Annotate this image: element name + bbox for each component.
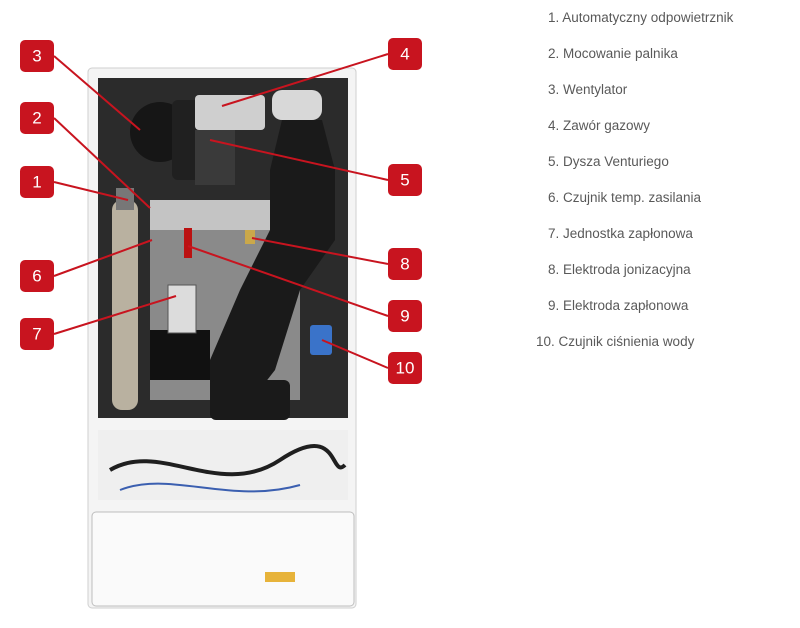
callout-badge-1: 1: [20, 166, 54, 198]
callout-badge-bg: [388, 352, 422, 384]
leader-9: [187, 245, 389, 317]
callout-badge-7: 7: [20, 318, 54, 350]
callout-badge-6: 6: [20, 260, 54, 292]
control-box: [91, 511, 355, 607]
electrode-ionisation: [245, 230, 255, 244]
callout-label: 9: [400, 307, 409, 326]
callout-badge-5: 5: [388, 164, 422, 196]
pressure-sensor: [310, 325, 332, 355]
leader-2: [53, 117, 151, 209]
callout-badge-bg: [388, 300, 422, 332]
ignition-unit: [167, 284, 197, 334]
callout-badge-9: 9: [388, 300, 422, 332]
legend: 1. Automatyczny odpowietrznik 2. Mocowan…: [536, 6, 798, 366]
leader-4: [221, 53, 389, 107]
callout-label: 10: [396, 359, 415, 378]
leader-7: [53, 295, 177, 335]
leader-6: [53, 239, 153, 277]
callout-badge-10: 10: [388, 352, 422, 384]
leader-1: [53, 181, 129, 201]
wiring-bundle: [108, 444, 347, 477]
leader-8: [251, 237, 389, 265]
callout-label: 4: [400, 45, 409, 64]
callout-badge-bg: [20, 318, 54, 350]
gas-valve-body: [195, 95, 265, 130]
electrode-ignition: [184, 228, 192, 258]
legend-item: 3. Wentylator: [548, 82, 628, 97]
legend-item: 10. Czujnik ciśnienia wody: [536, 334, 695, 349]
condensate-trap: [150, 330, 210, 380]
left-vessel: [112, 200, 138, 410]
legend-item: 8. Elektroda jonizacyjna: [548, 262, 691, 277]
legend-item: 6. Czujnik temp. zasilania: [548, 190, 702, 205]
legend-item: 4. Zawór gazowy: [548, 118, 651, 133]
leader-5: [209, 139, 389, 181]
callout-badge-3: 3: [20, 40, 54, 72]
callout-label: 7: [32, 325, 41, 344]
callout-badge-bg: [388, 248, 422, 280]
wiring-bundle-2: [119, 482, 301, 493]
callout-label: 8: [400, 255, 409, 274]
callout-badge-bg: [388, 164, 422, 196]
legend-item: 9. Elektroda zapłonowa: [548, 298, 689, 313]
callout-label: 3: [32, 47, 41, 66]
leader-lines: [53, 53, 389, 369]
callout-badge-bg: [20, 40, 54, 72]
callout-label: 6: [32, 267, 41, 286]
callout-label: 1: [32, 173, 41, 192]
callout-badge-4: 4: [388, 38, 422, 70]
leader-10: [321, 339, 389, 369]
callout-badge-2: 2: [20, 102, 54, 134]
legend-item: 5. Dysza Venturiego: [548, 154, 669, 169]
callout-badge-bg: [20, 260, 54, 292]
trap-base: [210, 380, 290, 420]
legend-item: 1. Automatyczny odpowietrznik: [548, 10, 734, 25]
wiring-area: [98, 430, 348, 500]
control-label: [265, 572, 295, 582]
burner-plate: [150, 200, 280, 230]
boiler-photo: [87, 67, 357, 609]
flue-duct: [210, 120, 335, 415]
callout-badge-8: 8: [388, 248, 422, 280]
legend-item: 2. Mocowanie palnika: [548, 46, 678, 61]
leader-3: [53, 55, 141, 131]
callout-badge-bg: [20, 166, 54, 198]
callout-label: 5: [400, 171, 409, 190]
callout-label: 2: [32, 109, 41, 128]
callout-badge-bg: [20, 102, 54, 134]
legend-item: 7. Jednostka zapłonowa: [548, 226, 693, 241]
callout-badge-bg: [388, 38, 422, 70]
flue-cap: [272, 90, 322, 120]
venturi-body: [195, 130, 235, 185]
